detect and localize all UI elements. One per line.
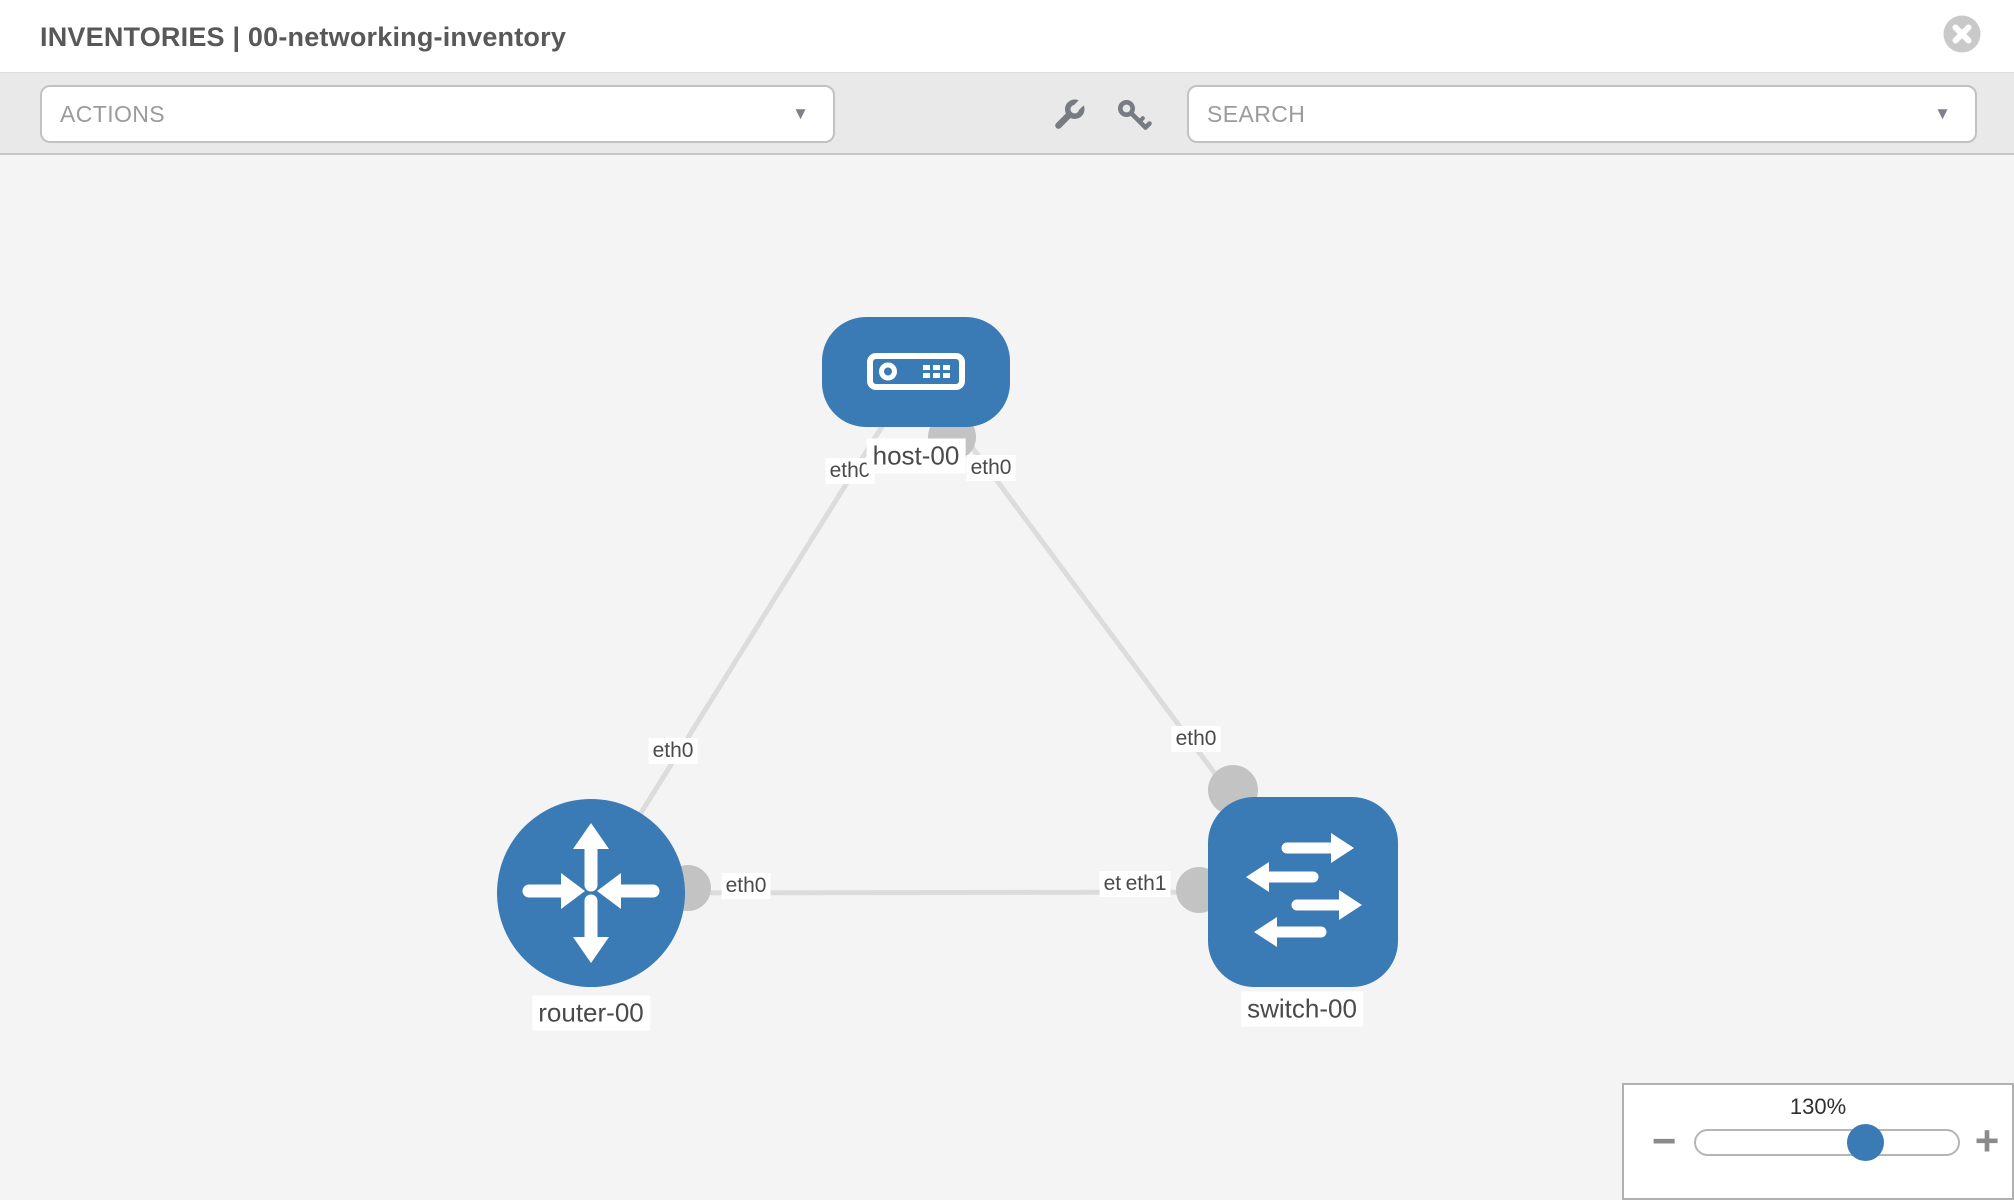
key-toggle-button[interactable]: [1112, 94, 1156, 138]
zoom-out-button[interactable]: −: [1651, 1117, 1677, 1164]
node-label-router: router-00: [532, 995, 650, 1031]
interface-label: eth0: [721, 873, 771, 899]
topology-canvas[interactable]: [0, 155, 2014, 1200]
node-switch-00[interactable]: [1208, 797, 1398, 987]
router-arrows-icon: [522, 823, 660, 963]
node-label-host: host-00: [866, 438, 966, 474]
server-icon: [867, 353, 965, 390]
actions-dropdown[interactable]: ACTIONS ▼: [40, 85, 835, 143]
chevron-down-icon: ▼: [1934, 104, 1951, 123]
zoom-in-button[interactable]: +: [1974, 1117, 2000, 1164]
node-host-00[interactable]: [822, 317, 1010, 427]
zoom-slider-thumb[interactable]: [1847, 1124, 1884, 1161]
zoom-panel: 130% − +: [1622, 1083, 2014, 1200]
interface-label: eth0: [1171, 726, 1221, 752]
interface-label: eth0: [825, 458, 875, 484]
page-title: INVENTORIES | 00-networking-inventory: [40, 22, 567, 52]
node-router-00[interactable]: [497, 799, 685, 987]
toolbar: ACTIONS ▼ SEARCH ▼: [0, 72, 2014, 155]
node-label-switch: switch-00: [1241, 991, 1363, 1027]
modal-header: INVENTORIES | 00-networking-inventory: [0, 0, 2014, 72]
interface-label: eth1: [1121, 871, 1171, 897]
interface-label: eth0: [966, 455, 1016, 481]
tools-toggle-button[interactable]: [1046, 94, 1090, 138]
close-button[interactable]: [1941, 13, 1983, 55]
search-placeholder: SEARCH: [1207, 101, 1306, 127]
chevron-down-icon: ▼: [792, 104, 809, 123]
interface-label: eth0: [648, 738, 698, 764]
actions-dropdown-label: ACTIONS: [60, 101, 166, 127]
zoom-level: 130%: [1789, 1094, 1847, 1119]
topology-canvas-background[interactable]: [0, 155, 2014, 1200]
search-dropdown[interactable]: SEARCH ▼: [1187, 85, 1977, 143]
wrench-icon: [1055, 99, 1085, 129]
key-icon: [1118, 100, 1152, 130]
zoom-slider-track[interactable]: [1694, 1129, 1960, 1156]
close-icon: [1943, 15, 1981, 53]
switch-arrows-icon: [1246, 833, 1362, 947]
